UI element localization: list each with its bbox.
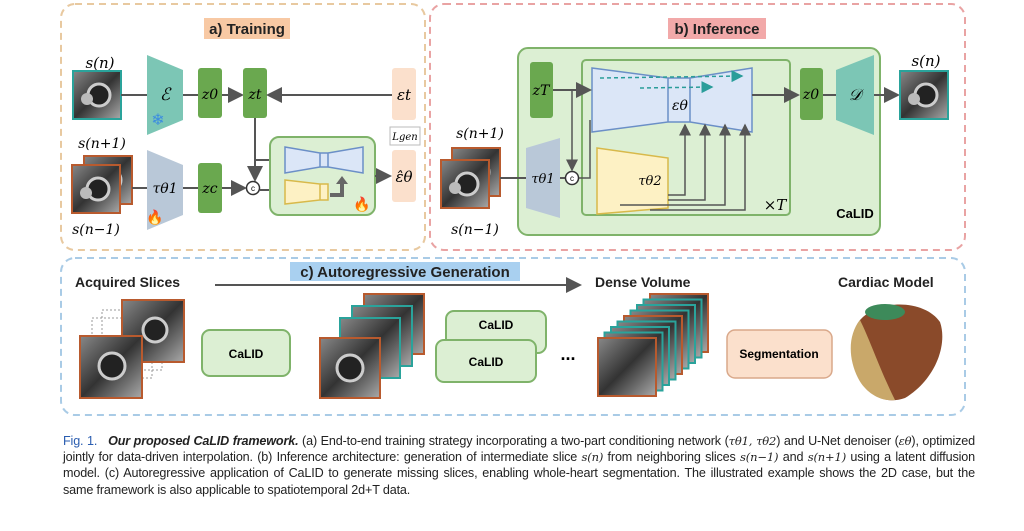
label-s-n-minus: s(n−1) xyxy=(451,222,499,238)
ellipsis: ... xyxy=(560,344,575,364)
caption-math: s(n) xyxy=(581,450,604,465)
decoder-label: 𝒟 xyxy=(849,85,865,104)
z0-label: z0 xyxy=(201,87,218,103)
encoder-block xyxy=(147,55,183,135)
cardiac-model-image xyxy=(850,304,943,401)
times-t-label: ×T xyxy=(764,196,788,214)
caption-math: s(n−1) xyxy=(740,450,779,465)
eps-hat-label: ε̂θ xyxy=(395,168,412,186)
calid-label-1: CaLID xyxy=(229,347,264,361)
caption-math: εθ xyxy=(898,434,912,448)
concat-label: c xyxy=(251,184,255,193)
zT-label: zT xyxy=(532,83,551,99)
decoder-block xyxy=(836,55,874,135)
dense-volume-label: Dense Volume xyxy=(595,274,691,290)
caption-text: ), optimized jointly for data-driven int… xyxy=(63,434,975,465)
output-slice-n xyxy=(898,69,950,121)
caption-math: s(n+1) xyxy=(807,450,847,465)
caption-text: and xyxy=(778,450,808,465)
z0-label: z0 xyxy=(802,87,819,103)
segmentation-block xyxy=(726,329,833,379)
z0-block xyxy=(198,68,222,118)
panel-training: a) Training s(n) ℰ ❄ z0 zt εt Lgen ε̂θ s… xyxy=(60,3,426,251)
autoregressive-title: c) Autoregressive Generation xyxy=(300,264,510,281)
eps-label: εθ xyxy=(672,98,689,114)
eps-t-block xyxy=(392,68,416,120)
caption-fig-number: Fig. 1. xyxy=(63,434,98,448)
snowflake-icon: ❄ xyxy=(151,112,164,129)
training-title: a) Training xyxy=(209,21,285,38)
caption-text: ) and U-Net denoiser ( xyxy=(776,434,899,448)
cardiac-model-label: Cardiac Model xyxy=(838,274,934,290)
panel-autoregressive: c) Autoregressive Generation Acquired Sl… xyxy=(60,257,966,416)
dense-slice xyxy=(597,337,657,397)
inference-title: b) Inference xyxy=(674,21,759,38)
zt-block xyxy=(243,68,267,118)
flame-icon: 🔥 xyxy=(146,209,163,226)
figure-caption: Fig. 1. Our proposed CaLID framework. (a… xyxy=(63,433,975,498)
tau2-label: τθ2 xyxy=(638,174,661,189)
caption-text: using a latent diffusion model. (c) Auto… xyxy=(63,450,975,497)
concat-label: c xyxy=(570,174,574,183)
acquired-slices-stack xyxy=(79,299,185,399)
unet-shape xyxy=(284,146,364,174)
label-s-n: s(n) xyxy=(85,54,114,72)
eps-hat-block xyxy=(392,150,416,202)
concat-node xyxy=(245,180,261,196)
label-s-n-plus: s(n+1) xyxy=(456,126,504,142)
tau1-label: τθ1 xyxy=(152,181,177,197)
flame-icon: 🔥 xyxy=(353,196,370,213)
calid-block-1 xyxy=(201,329,291,377)
concat-node xyxy=(564,170,580,186)
tau2-shape xyxy=(284,179,329,205)
segmentation-label: Segmentation xyxy=(739,347,818,361)
caption-title: Our proposed CaLID framework. xyxy=(108,434,299,448)
label-s-n-minus: s(n−1) xyxy=(72,222,120,238)
tau1-block xyxy=(526,138,560,218)
caption-text: (a) End-to-end training strategy incorpo… xyxy=(298,434,729,448)
tau1-block xyxy=(147,150,183,230)
calid-label-3: CaLID xyxy=(469,355,504,369)
caption-text: from neighboring slices xyxy=(603,450,741,465)
dense-volume-stack xyxy=(597,293,709,397)
label-s-n-plus: s(n+1) xyxy=(78,136,126,152)
zc-label: zc xyxy=(201,181,217,197)
calid-label-2: CaLID xyxy=(479,318,514,332)
zT-block xyxy=(530,62,553,118)
encoder-label: ℰ xyxy=(160,85,172,105)
input-slices-neighbors xyxy=(439,146,502,210)
calid-block-3 xyxy=(435,339,537,383)
input-slice-n xyxy=(71,69,123,121)
input-slices-neighbors xyxy=(70,154,134,215)
eps-t-label: εt xyxy=(397,86,412,104)
zt-label: zt xyxy=(247,87,261,103)
zc-block xyxy=(198,163,222,213)
output-label-s-n: s(n) xyxy=(911,52,940,70)
panel-inference: b) Inference CaLID ×T zT εθ τθ2 z0 𝒟 s(n… xyxy=(429,3,966,251)
caption-math: τθ1, τθ2 xyxy=(728,434,777,448)
loss-label: Lgen xyxy=(391,132,417,143)
calid-label: CaLID xyxy=(836,206,874,221)
acquired-slices-label: Acquired Slices xyxy=(75,274,180,290)
tau1-label: τθ1 xyxy=(531,172,554,187)
intermediate-slices-stack xyxy=(319,293,425,399)
tau2-block xyxy=(596,147,669,215)
z0-block xyxy=(800,68,823,120)
